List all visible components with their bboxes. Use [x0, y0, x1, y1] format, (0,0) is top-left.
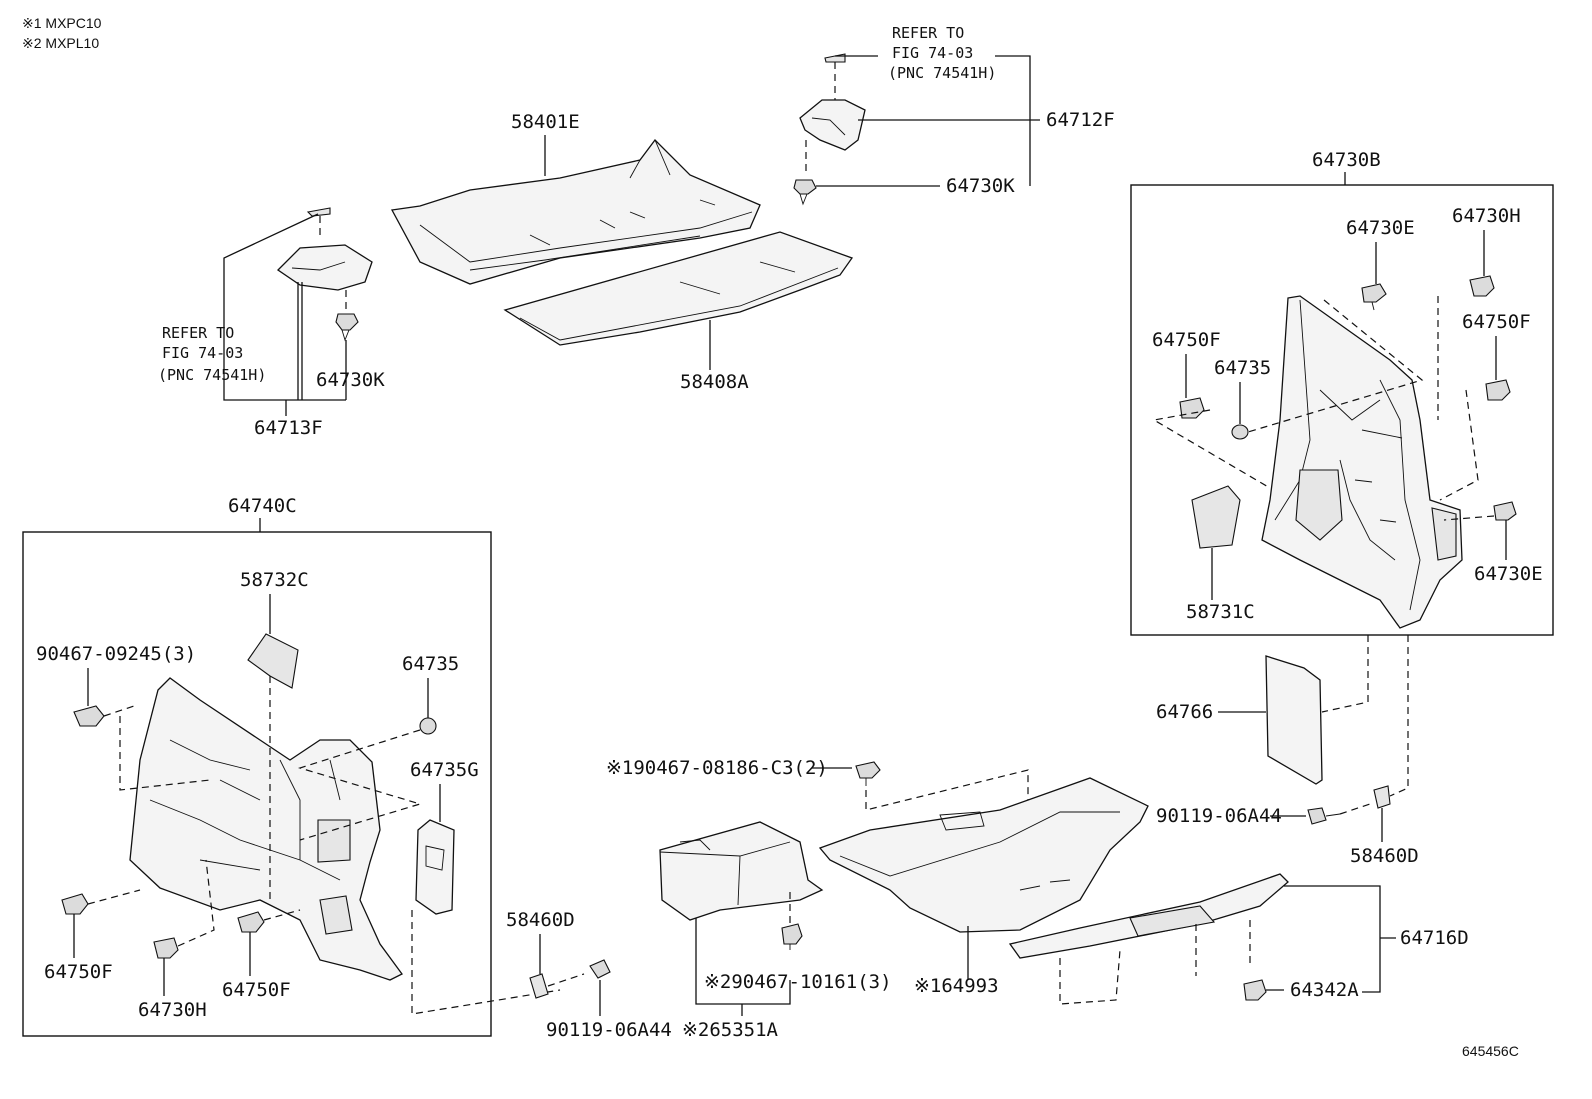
tonneau-cover-board	[390, 139, 761, 285]
label-64750F-a[interactable]: 64750F	[1152, 329, 1221, 351]
label-64735-a[interactable]: 64735	[1214, 357, 1271, 379]
note-mxpc10: ※1 MXPC10	[22, 15, 102, 31]
bracket-64713F	[276, 244, 373, 291]
label-64750F-c[interactable]: 64750F	[44, 961, 113, 983]
label-64342A[interactable]: 64342A	[1290, 979, 1359, 1001]
refer-top-line3: (PNC 74541H)	[888, 64, 996, 82]
label-64730H-b[interactable]: 64730H	[138, 999, 207, 1021]
label-64730E-b[interactable]: 64730E	[1474, 563, 1543, 585]
grommet-64735-a	[1231, 424, 1249, 440]
refer-left-line1: REFER TO	[162, 324, 234, 342]
clip-64730K-top	[793, 179, 817, 206]
label-64730B[interactable]: 64730B	[1312, 149, 1381, 171]
label-64730E-a[interactable]: 64730E	[1346, 217, 1415, 239]
grommet-64735-b	[419, 717, 437, 735]
label-64730K-left[interactable]: 64730K	[316, 369, 385, 391]
label-64993[interactable]: ※164993	[914, 975, 999, 997]
ref-flag-left	[306, 207, 331, 217]
refer-top-line1: REFER TO	[892, 24, 964, 42]
cover-58732C	[247, 633, 299, 689]
scuff-plate-64716D	[1008, 873, 1289, 959]
group-box-64740C	[22, 531, 492, 1037]
clip-90467-08186	[855, 761, 881, 786]
label-58401E[interactable]: 58401E	[511, 111, 580, 133]
rear-quarter-trim-right	[1261, 295, 1463, 629]
clip-64730E-a	[1361, 283, 1387, 311]
label-64712F[interactable]: 64712F	[1046, 109, 1115, 131]
figure-id: 645456C	[1462, 1043, 1519, 1059]
label-58731C[interactable]: 58731C	[1186, 601, 1255, 623]
nut-58460D-b	[1373, 785, 1391, 809]
clip-64730H-a	[1469, 275, 1495, 297]
clip-64730K-left	[335, 313, 359, 342]
label-65351A[interactable]: ※265351A	[682, 1019, 779, 1041]
nut-58460D-a	[529, 973, 549, 999]
cover-58731C	[1191, 485, 1241, 549]
group-box-64730B	[1130, 184, 1554, 636]
clip-64750F-b	[1485, 379, 1511, 401]
screw-90119-a	[589, 959, 611, 979]
label-58732C[interactable]: 58732C	[240, 569, 309, 591]
clip-64750F-c	[61, 893, 89, 915]
ref-flag-top	[824, 53, 846, 63]
bracket-64712F	[799, 99, 866, 151]
label-64730H-a[interactable]: 64730H	[1452, 205, 1521, 227]
refer-left-line2: FIG 74-03	[162, 344, 243, 362]
clip-64730E-b	[1493, 501, 1517, 521]
screw-90119-b	[1307, 807, 1341, 825]
label-64716D[interactable]: 64716D	[1400, 927, 1469, 949]
clip-64342A	[1243, 979, 1267, 1001]
label-64735-b[interactable]: 64735	[402, 653, 459, 675]
label-90467-10161[interactable]: ※290467-10161(3)	[704, 971, 892, 993]
label-64713F[interactable]: 64713F	[254, 417, 323, 439]
tray-64993	[818, 777, 1149, 933]
clip-64750F-d	[237, 911, 265, 933]
deck-board	[503, 231, 854, 346]
label-64750F-b[interactable]: 64750F	[1462, 311, 1531, 333]
clip-90467-10161	[781, 923, 803, 950]
panel-64766	[1265, 655, 1323, 785]
label-90119-b[interactable]: 90119-06A44	[1156, 805, 1282, 827]
rear-quarter-trim-left	[129, 677, 403, 981]
panel-64735G	[415, 819, 455, 915]
label-64735G[interactable]: 64735G	[410, 759, 479, 781]
refer-top-line2: FIG 74-03	[892, 44, 973, 62]
note-mxpl10: ※2 MXPL10	[22, 35, 99, 51]
label-64750F-d[interactable]: 64750F	[222, 979, 291, 1001]
label-90119-a[interactable]: 90119-06A44	[546, 1019, 672, 1041]
clip-90467-09245	[73, 705, 105, 727]
label-90467-09245[interactable]: 90467-09245(3)	[36, 643, 196, 665]
label-64766[interactable]: 64766	[1156, 701, 1213, 723]
label-58460D-a[interactable]: 58460D	[506, 909, 575, 931]
label-90467-08186[interactable]: ※190467-08186-C3(2)	[606, 757, 828, 779]
label-64740C[interactable]: 64740C	[228, 495, 297, 517]
tray-65351A	[659, 821, 824, 921]
label-64730K-top[interactable]: 64730K	[946, 175, 1015, 197]
refer-left-line3: (PNC 74541H)	[158, 366, 266, 384]
label-58408A[interactable]: 58408A	[680, 371, 749, 393]
clip-64730H-b	[153, 937, 179, 959]
label-58460D-b[interactable]: 58460D	[1350, 845, 1419, 867]
